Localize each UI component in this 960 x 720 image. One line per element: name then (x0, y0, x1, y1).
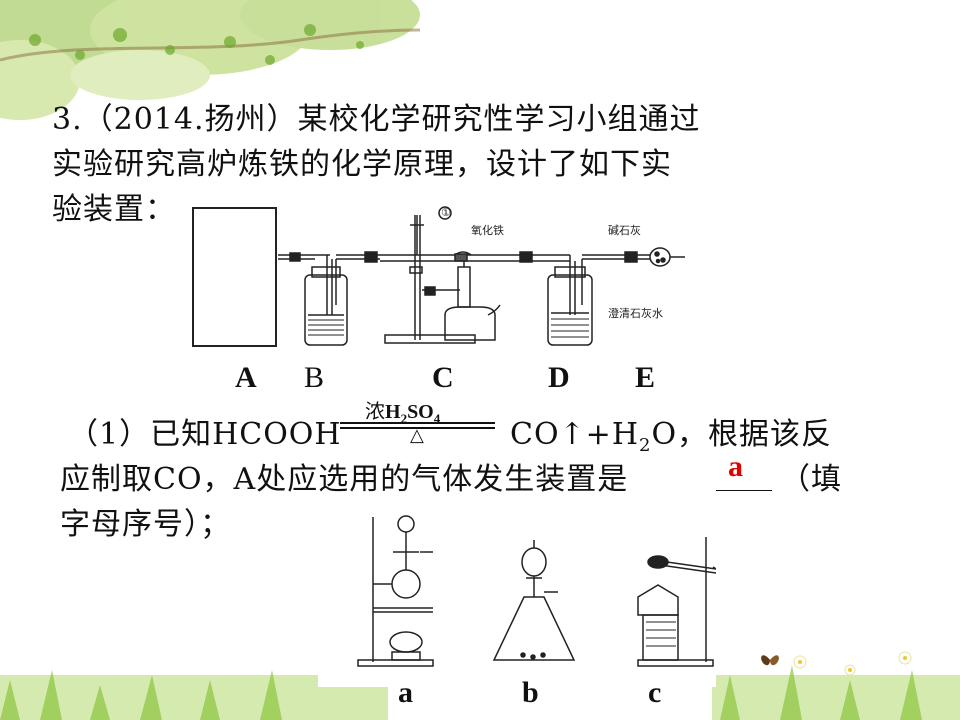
question-line-2: 实验研究高炉炼铁的化学原理，设计了如下实 (52, 147, 672, 182)
label-limewater: 澄清石灰水 (608, 307, 663, 320)
label-b: B (304, 361, 325, 394)
part1-line3: 字母序号）； (60, 507, 231, 542)
catalyst-label: 浓H2SO4 (365, 399, 441, 426)
part1-line2: 应制取CO，A处应选用的气体发生装置是 (60, 462, 629, 497)
apparatus-diagram (278, 206, 685, 346)
question-line-1: 3.（2014.扬州）某校化学研究性学习小组通过 (52, 102, 701, 137)
option-label-a: a (398, 676, 413, 709)
apparatus-a-box (192, 207, 277, 347)
label-iron-oxide: 氧化铁 (471, 224, 504, 237)
part1-products: CO↑+H2O，根据该反 (510, 417, 833, 456)
option-label-b: b (522, 676, 539, 709)
foliage-decoration (0, 0, 421, 120)
options-label-strip (388, 676, 712, 720)
options-diagram (357, 515, 734, 667)
butterfly-icon (761, 655, 779, 666)
label-soda-lime: 碱石灰 (608, 224, 641, 237)
part1-prefix: （1）已知HCOOH (68, 417, 342, 452)
option-label-c: c (648, 676, 662, 709)
answer-value: a (728, 450, 743, 483)
label-a: A (235, 361, 257, 394)
options-panel (318, 512, 734, 687)
answer-blank (716, 490, 772, 491)
question-line-3: 验装置： (52, 192, 176, 227)
label-d: D (548, 361, 570, 394)
part1-line2-suffix: （填 (780, 462, 842, 497)
reaction-condition: 浓H2SO4 △ (340, 395, 500, 455)
label-circle-one: ① (441, 206, 451, 219)
label-e: E (635, 361, 656, 394)
flower-icons (793, 651, 912, 676)
heat-symbol: △ (410, 425, 424, 446)
label-c: C (432, 361, 454, 394)
